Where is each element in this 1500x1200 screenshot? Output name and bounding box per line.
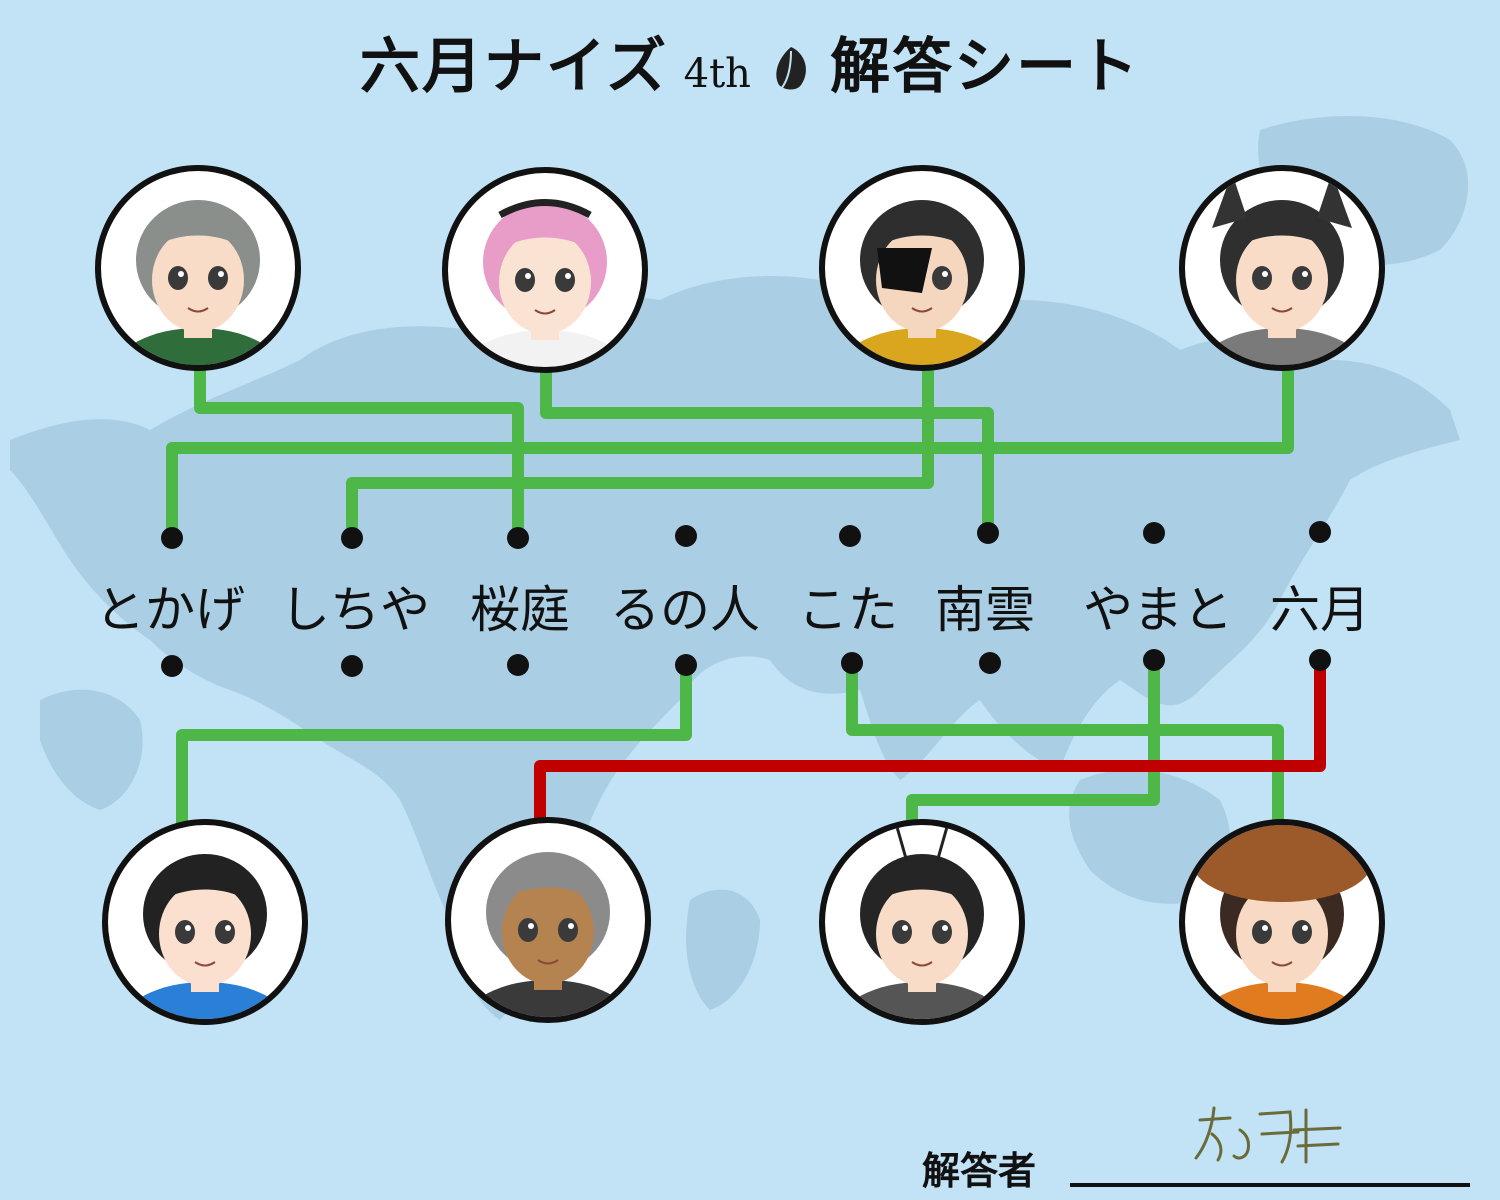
pink-haired-girl-portrait [442, 167, 648, 373]
top-dot-7[interactable] [1143, 522, 1165, 544]
bottom-dot-5[interactable] [841, 652, 863, 674]
portrait-ring-8 [1179, 819, 1385, 1025]
name-label-4: るの人 [610, 581, 760, 639]
black-haired-boy-portrait [102, 819, 308, 1025]
name-label-1: とかげ [95, 581, 245, 639]
horned-girl-portrait [1179, 165, 1385, 371]
character-portraits [95, 165, 1385, 1025]
name-label-6: 南雲 [935, 581, 1035, 639]
bottom-dot-7[interactable] [1143, 649, 1165, 671]
top-dot-3[interactable] [507, 527, 529, 549]
name-label-7: やまと [1083, 581, 1233, 639]
portrait-ring-2 [442, 167, 648, 373]
name-label-8: 六月 [1270, 581, 1370, 639]
connection-line-4 [166, 368, 1294, 538]
top-dot-2[interactable] [341, 527, 363, 549]
gray-haired-boy-portrait [95, 165, 301, 371]
connection-line-7 [906, 660, 1160, 830]
name-label-3: 桜庭 [470, 581, 570, 639]
top-dot-8[interactable] [1309, 521, 1331, 543]
portrait-ring-7 [819, 819, 1025, 1025]
portrait-ring-3 [819, 165, 1025, 371]
portrait-ring-5 [102, 819, 308, 1025]
bottom-dot-2[interactable] [341, 655, 363, 677]
title-main-left: 六月ナイズ [359, 32, 669, 102]
headset-man-portrait [445, 817, 651, 1023]
connection-line-6 [846, 663, 1284, 830]
top-dot-1[interactable] [161, 527, 183, 549]
connection-line-2 [540, 370, 994, 533]
brown-hat-girl-portrait [1179, 819, 1385, 1025]
name-label-5: こた [798, 581, 898, 639]
connection-line-3 [346, 368, 934, 538]
portrait-ring-6 [445, 817, 651, 1023]
title-main-right: 解答シート [830, 32, 1141, 102]
wrong-line-8 [534, 660, 1326, 830]
bottom-dot-4[interactable] [675, 654, 697, 676]
handwritten-signature [1194, 1106, 1342, 1164]
eyepatch-man-portrait [819, 165, 1025, 371]
connection-line-1 [194, 370, 524, 538]
top-dot-4[interactable] [675, 525, 697, 547]
bottom-dot-8[interactable] [1309, 649, 1331, 671]
top-dot-6[interactable] [977, 522, 999, 544]
portrait-ring-1 [95, 165, 301, 371]
bottom-dot-6[interactable] [979, 652, 1001, 674]
leaf-icon [775, 47, 806, 90]
bottom-dot-1[interactable] [161, 655, 183, 677]
connection-lines [166, 368, 1326, 830]
bottom-dot-3[interactable] [507, 654, 529, 676]
connection-line-5 [176, 665, 692, 830]
portrait-ring-4 [1179, 165, 1385, 371]
title-sub: 4th [683, 51, 751, 97]
name-label-2: しちや [280, 581, 430, 639]
sheet-title: 六月ナイズ 4th 解答シート [0, 18, 1500, 105]
antenna-girl-portrait [819, 819, 1025, 1025]
answerer-underline [1070, 1183, 1470, 1187]
top-dot-5[interactable] [839, 525, 861, 547]
answerer-label: 解答者 [922, 1149, 1037, 1193]
answer-dots [161, 521, 1331, 677]
